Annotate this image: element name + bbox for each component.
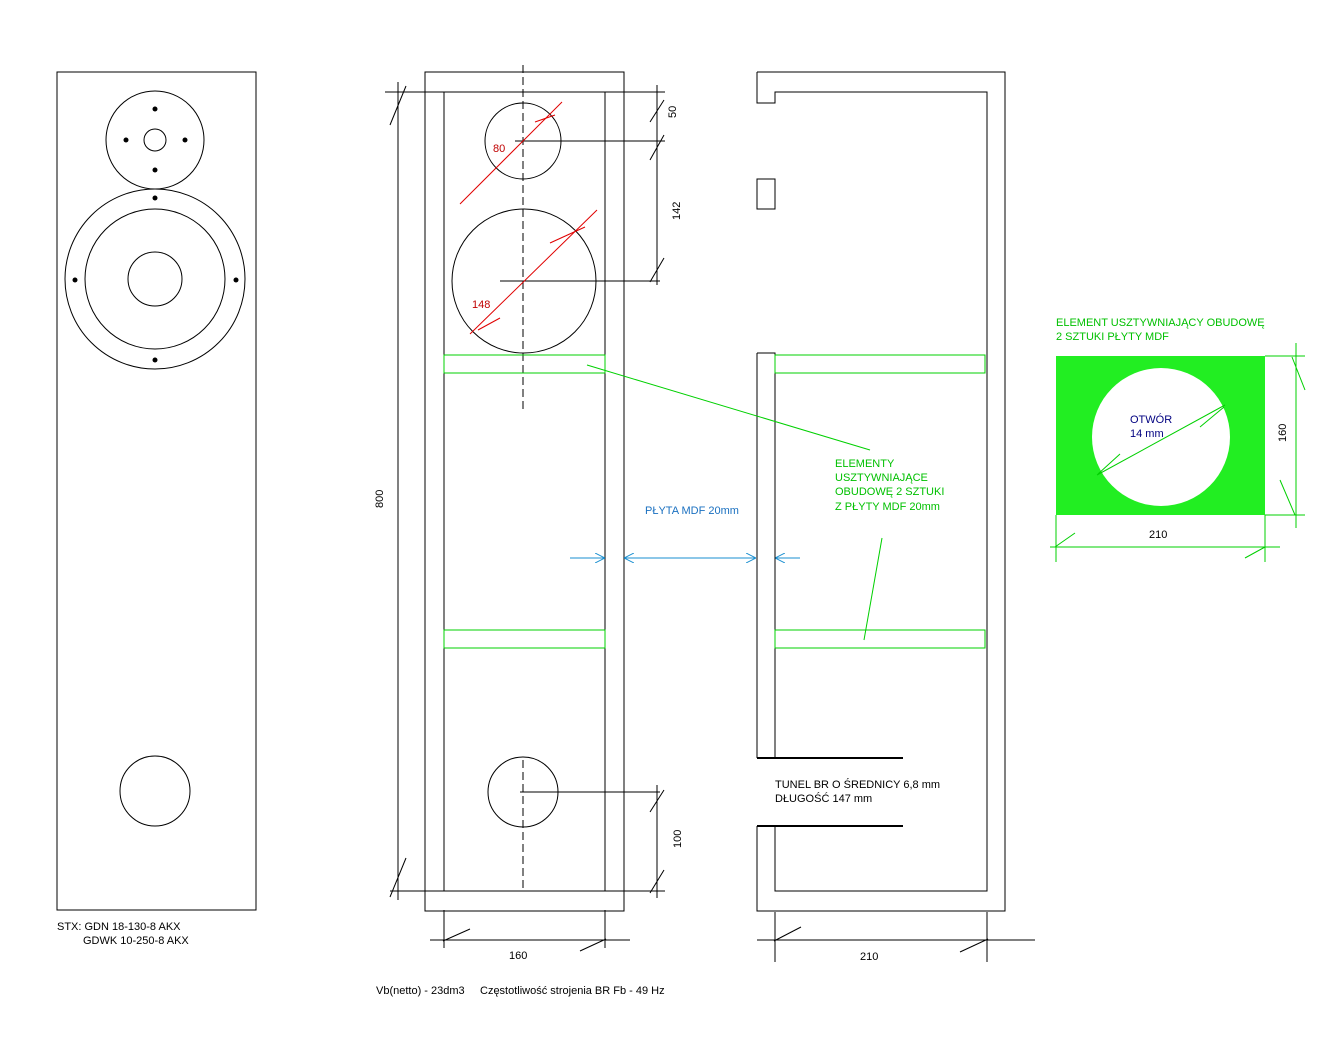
side-brace-upper bbox=[774, 354, 986, 374]
section-view: 800 50 142 100 160 80 148 PŁYTA MDF 20mm bbox=[374, 65, 800, 962]
tuning-label: Częstotliwość strojenia BR Fb - 49 Hz bbox=[480, 985, 665, 997]
woofer-outline bbox=[64, 188, 246, 370]
hole-label-2: 14 mm bbox=[1130, 428, 1164, 440]
brace-label-2: USZTYWNIAJĄCE bbox=[835, 472, 928, 484]
brace-title-2: 2 SZTUKI PŁYTY MDF bbox=[1056, 331, 1169, 343]
driver-label-2: GDWK 10-250-8 AKX bbox=[83, 935, 189, 947]
tweeter-dome bbox=[143, 128, 167, 152]
dim-depth: 210 bbox=[860, 951, 878, 963]
detail-dim-width: 210 bbox=[1149, 529, 1167, 541]
hole-label-1: OTWÓR bbox=[1130, 413, 1172, 426]
brace-label-3: OBUDOWĘ 2 SZTUKI bbox=[835, 486, 944, 498]
front-panel bbox=[56, 71, 257, 911]
brace-title-1: ELEMENT USZTYWNIAJĄCY OBUDOWĘ bbox=[1056, 317, 1265, 329]
brace-hole bbox=[1092, 368, 1230, 506]
dia-woofer: 148 bbox=[472, 299, 490, 311]
dia-tweeter: 80 bbox=[493, 143, 505, 155]
brace-label-1: ELEMENTY bbox=[835, 458, 895, 470]
side-view: ELEMENTY USZTYWNIAJĄCE OBUDOWĘ 2 SZTUKI … bbox=[586, 71, 1035, 963]
brace-label-4: Z PŁYTY MDF 20mm bbox=[835, 501, 940, 513]
port-opening bbox=[119, 755, 191, 827]
dim-port: 100 bbox=[672, 830, 684, 848]
tunnel-label-1: TUNEL BR O ŚREDNICY 6,8 mm bbox=[775, 778, 940, 791]
volume-label: Vb(netto) - 23dm3 bbox=[376, 985, 465, 997]
driver-label-1: STX: GDN 18-130-8 AKX bbox=[57, 921, 181, 933]
tunnel-label-2: DŁUGOŚĆ 147 mm bbox=[775, 792, 872, 805]
board-label: PŁYTA MDF 20mm bbox=[645, 505, 739, 517]
side-brace-lower bbox=[774, 629, 986, 649]
front-view: STX: GDN 18-130-8 AKX GDWK 10-250-8 AKX bbox=[56, 71, 257, 947]
brace-upper bbox=[443, 354, 606, 374]
brace-lower bbox=[443, 629, 606, 649]
dim-spacing: 142 bbox=[671, 202, 683, 220]
woofer-surround bbox=[84, 208, 226, 350]
woofer-dustcap bbox=[127, 251, 183, 307]
detail-dim-height: 160 bbox=[1277, 424, 1289, 442]
dim-height: 800 bbox=[374, 490, 386, 508]
tweeter-screws bbox=[123, 106, 188, 173]
woofer-screws bbox=[72, 195, 239, 363]
tweeter-outline bbox=[105, 90, 205, 190]
dim-width: 160 bbox=[509, 950, 527, 962]
brace-detail: ELEMENT USZTYWNIAJĄCY OBUDOWĘ 2 SZTUKI P… bbox=[1050, 317, 1306, 562]
dim-top: 50 bbox=[667, 106, 679, 118]
